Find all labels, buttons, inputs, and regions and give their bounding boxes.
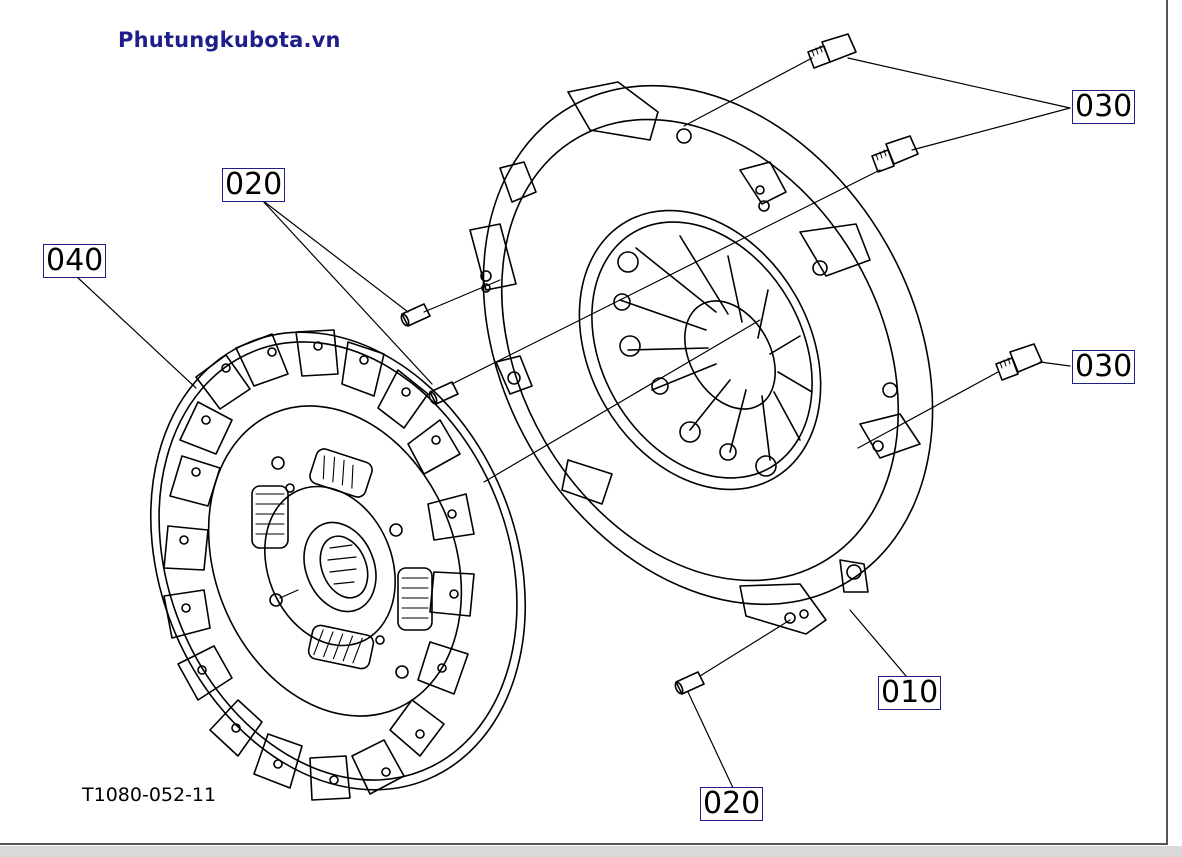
drawing-number: T1080-052-11 [82,784,217,806]
assembly-axis-lines [279,57,999,677]
frame-bottom [0,843,1168,845]
callout-020-top: 020 [222,168,286,202]
dowel-pin-upper [400,303,431,327]
dowel-pin-lower [674,671,705,695]
callout-030-middle: 030 [1072,350,1136,384]
callout-010: 010 [878,676,942,710]
dowel-pin-middle [428,381,459,405]
callout-040: 040 [43,244,107,278]
callout-030-top: 030 [1072,90,1136,124]
bolt-right [995,343,1043,381]
frame-right [1166,0,1168,845]
bolt-middle [871,135,919,173]
bolt-top [807,33,857,69]
watermark-text: Phutungkubota.vn [118,28,341,52]
clutch-disc [149,329,527,801]
callout-020-bottom: 020 [700,787,764,821]
footer-strip [0,846,1182,857]
pressure-plate-cover [469,81,934,635]
leader-lines [75,57,1071,791]
